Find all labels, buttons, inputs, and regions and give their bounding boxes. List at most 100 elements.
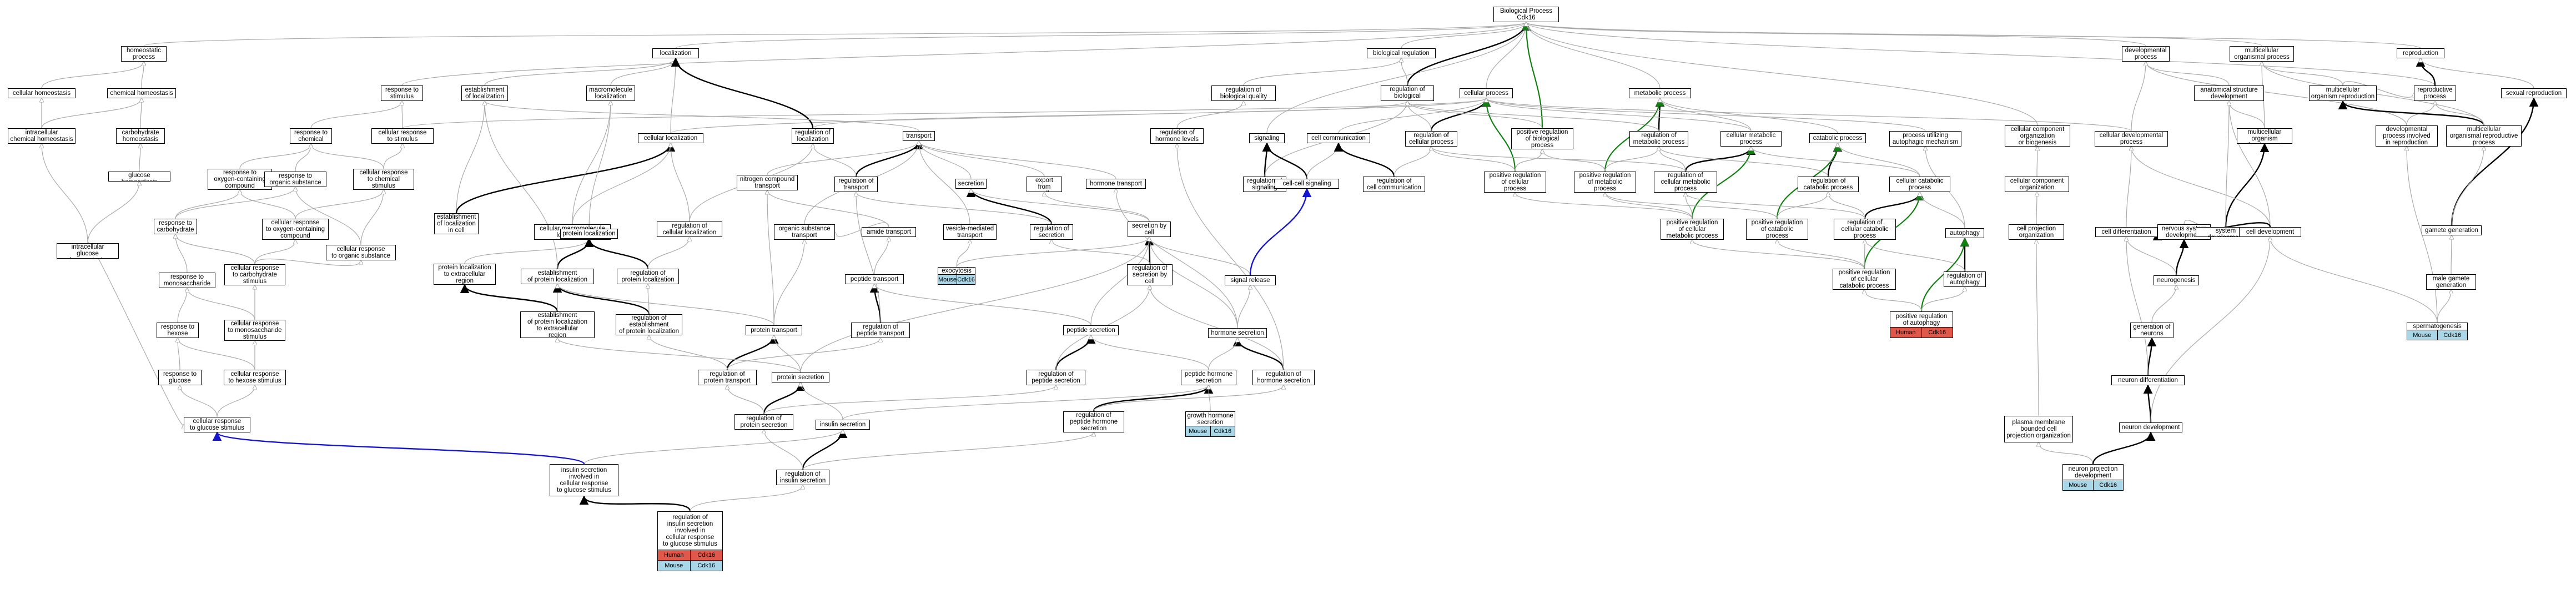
go-term-node[interactable]: carbohydrate homeostasis <box>116 128 165 144</box>
go-term-node[interactable]: multicellular organismal process <box>2230 46 2294 62</box>
go-term-node[interactable]: cellular homeostasis <box>8 88 76 98</box>
go-term-node[interactable]: peptide hormone secretion <box>1181 370 1236 385</box>
go-term-node[interactable]: cellular catabolic process <box>1889 177 1950 192</box>
go-term-node[interactable]: cellular response to oxygen-containing c… <box>262 219 329 240</box>
go-term-node[interactable]: protein localization <box>560 229 618 239</box>
go-term-node[interactable]: positive regulation of cellular metaboli… <box>1661 219 1724 240</box>
go-term-node[interactable]: insulin secretion involved in cellular r… <box>550 464 618 496</box>
go-term-node[interactable]: regulation of protein localization <box>617 269 679 284</box>
go-term-node[interactable]: establishment of localization <box>461 85 508 101</box>
go-term-node[interactable]: hormone secretion <box>1208 328 1267 338</box>
go-term-node[interactable]: regulation of localization <box>792 128 834 144</box>
go-term-node[interactable]: intracellular chemical homeostasis <box>8 128 76 144</box>
go-term-node[interactable]: cellular process <box>1460 88 1513 98</box>
go-term-node[interactable]: regulation of peptide secretion <box>1027 370 1085 385</box>
go-term-node[interactable]: establishment of protein localization <box>521 269 594 284</box>
go-term-node[interactable]: protein localization to extracellular re… <box>434 264 496 285</box>
go-term-node[interactable]: reproductive process <box>2414 85 2456 101</box>
go-term-node[interactable]: signal release <box>1225 275 1276 285</box>
go-term-node[interactable]: intracellular glucose homeostasis <box>57 243 119 259</box>
go-term-node[interactable]: regulation of hormone secretion <box>1252 370 1315 385</box>
go-term-node[interactable]: regulation of cell communication <box>1363 177 1425 192</box>
go-term-node[interactable]: catabolic process <box>1809 133 1866 143</box>
go-term-node[interactable]: establishment of localization in cell <box>434 213 479 234</box>
go-term-node[interactable]: localization <box>652 48 699 58</box>
go-term-node[interactable]: cellular response to glucose stimulus <box>184 417 250 432</box>
go-term-node[interactable]: regulation of establishment of protein l… <box>616 314 682 335</box>
go-term-node[interactable]: secretion <box>955 179 987 189</box>
go-term-node[interactable]: biological regulation <box>1367 48 1436 58</box>
go-term-node[interactable]: cellular metabolic process <box>1720 131 1782 147</box>
go-term-node[interactable]: regulation of cellular catabolic process <box>1834 219 1896 240</box>
go-term-node[interactable]: multicellular organism reproduction <box>2309 85 2377 101</box>
go-term-node[interactable]: regulation of secretion <box>1030 224 1073 240</box>
go-term-node[interactable]: regulation of biological quality <box>1211 85 1276 101</box>
go-term-node[interactable]: sexual reproduction <box>2501 88 2567 98</box>
go-term-node[interactable]: regulation of protein secretion <box>734 414 793 430</box>
go-term-node[interactable]: developmental process <box>2122 46 2170 62</box>
go-term-node[interactable]: response to glucose <box>158 370 202 385</box>
go-term-node[interactable]: organic substance transport <box>774 224 835 240</box>
go-term-node[interactable]: establishment of protein localization to… <box>520 311 595 338</box>
go-term-node[interactable]: regulation of cellular localization <box>657 221 722 237</box>
go-term-node[interactable]: response to chemical <box>290 128 332 144</box>
go-term-node[interactable]: nitrogen compound transport <box>737 175 798 190</box>
go-term-node[interactable]: neuron development <box>2119 422 2182 432</box>
go-term-node[interactable]: positive regulation of metabolic process <box>1574 172 1636 193</box>
go-term-node[interactable]: neurogenesis <box>2154 275 2199 285</box>
go-term-node[interactable]: Biological Process Cdk16 <box>1493 7 1559 22</box>
go-term-node[interactable]: regulation of protein transport <box>698 370 757 385</box>
go-term-node[interactable]: cellular response to chemical stimulus <box>353 169 414 190</box>
go-term-node[interactable]: regulation of peptide hormone secretion <box>1063 411 1124 432</box>
go-term-node[interactable]: regulation of peptide transport <box>851 323 910 338</box>
go-term-node[interactable]: process utilizing autophagic mechanism <box>1889 131 1961 147</box>
go-term-node[interactable]: cellular developmental process <box>2095 131 2168 147</box>
go-term-node[interactable]: cellular localization <box>638 133 703 143</box>
go-term-node[interactable]: positive regulation of biological proces… <box>1511 128 1573 149</box>
go-term-node[interactable]: response to hexose <box>157 323 199 338</box>
go-term-node[interactable]: neuron differentiation <box>2111 375 2185 385</box>
go-term-node[interactable]: regulation of metabolic process <box>1629 131 1688 147</box>
go-term-node[interactable]: regulation of catabolic process <box>1798 177 1859 192</box>
go-term-node[interactable]: vesicle-mediated transport <box>943 224 997 240</box>
go-term-node[interactable]: cellular response to organic substance <box>326 245 396 260</box>
go-term-node[interactable]: peptide transport <box>845 274 904 284</box>
go-term-node[interactable]: cell projection organization <box>2009 224 2064 240</box>
go-term-node[interactable]: multicellular organism development <box>2237 128 2292 144</box>
go-term-node[interactable]: regulation of cellular metabolic process <box>1654 172 1717 193</box>
go-term-node[interactable]: cellular response to monosaccharide stim… <box>224 320 285 341</box>
go-term-node[interactable]: chemical homeostasis <box>107 88 176 98</box>
go-term-node[interactable]: autophagy <box>1945 228 1984 238</box>
go-term-node[interactable]: male gamete generation <box>2426 274 2476 290</box>
go-term-node[interactable]: amide transport <box>862 227 916 237</box>
go-term-node[interactable]: regulation of insulin secretion involved… <box>657 511 723 571</box>
go-term-node[interactable]: cellular component organization <box>2005 177 2069 192</box>
go-term-node[interactable]: regulation of biological process <box>1381 85 1434 101</box>
go-term-node[interactable]: response to carbohydrate <box>154 219 197 234</box>
go-term-node[interactable]: regulation of autophagy <box>1944 271 1986 287</box>
go-term-node[interactable]: regulation of insulin secretion <box>776 470 829 485</box>
go-term-node[interactable]: cell differentiation <box>2095 227 2157 237</box>
go-term-node[interactable]: regulation of transport <box>834 177 878 192</box>
go-term-node[interactable]: metabolic process <box>1629 88 1691 98</box>
go-term-node[interactable]: response to organic substance <box>264 172 326 187</box>
go-term-node[interactable]: response to oxygen-containing compound <box>208 169 272 190</box>
go-term-node[interactable]: transport <box>903 131 935 141</box>
go-term-node[interactable]: cellular component organization or bioge… <box>2005 125 2070 147</box>
go-term-node[interactable]: signaling <box>1249 133 1285 143</box>
go-term-node[interactable]: positive regulation of cellular process <box>1484 172 1546 193</box>
go-term-node[interactable]: positive regulation of catabolic process <box>1746 219 1808 240</box>
go-term-node[interactable]: homeostatic process <box>121 46 167 62</box>
go-term-node[interactable]: macromolecule localization <box>586 85 635 101</box>
go-term-node[interactable]: glucose homeostasis <box>108 172 170 182</box>
go-term-node[interactable]: response to stimulus <box>381 85 423 101</box>
go-term-node[interactable]: regulation of secretion by cell <box>1127 264 1173 285</box>
go-term-node[interactable]: regulation of hormone levels <box>1150 128 1204 144</box>
go-term-node[interactable]: multicellular organismal reproductive pr… <box>2446 125 2522 147</box>
go-term-node[interactable]: export from cell <box>1027 177 1062 192</box>
go-term-node[interactable]: positive regulation of cellular cataboli… <box>1833 269 1896 290</box>
go-term-node[interactable]: insulin secretion <box>816 420 870 430</box>
